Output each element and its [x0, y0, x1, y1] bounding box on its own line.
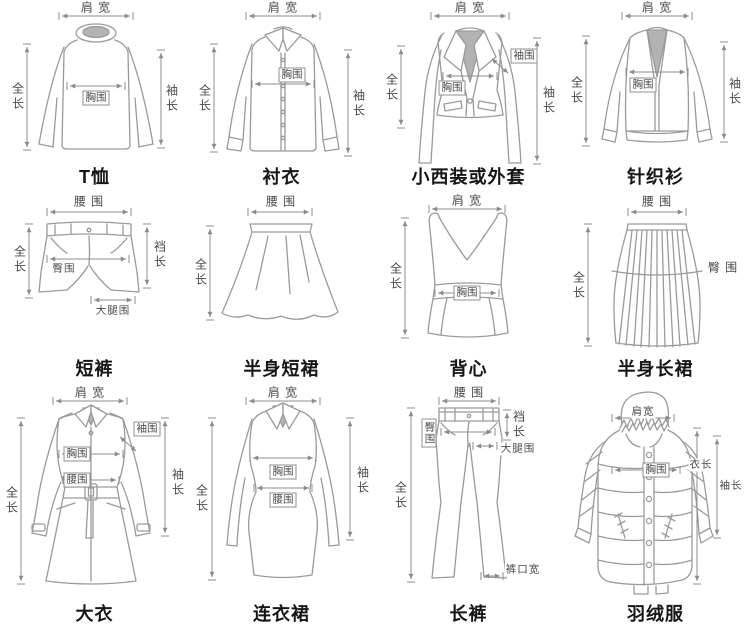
- garment-cell-short-skirt: 腰 围 全长 半身短裙: [188, 194, 375, 388]
- pants-rise-length-label: 裆长: [511, 410, 526, 440]
- garment-name-long-skirt: 半身长裙: [617, 359, 694, 379]
- shorts-full-length-label: 全长: [12, 245, 27, 275]
- vest-chest-girth-label: 胸围: [453, 285, 481, 301]
- shirt-shoulder-width-label: 肩 宽: [267, 0, 299, 15]
- down-jacket-sleeve-length-label: 袖长: [718, 479, 744, 493]
- shirt-drawing: [210, 12, 352, 157]
- tshirt-sleeve-length-label: 袖长: [164, 84, 179, 114]
- garment-name-down-jacket: 羽绒服: [627, 604, 684, 624]
- coat-sleeve-length-label: 袖长: [170, 468, 185, 498]
- cardigan-drawing: [582, 12, 728, 147]
- vest-shoulder-width-label: 肩 宽: [451, 193, 483, 208]
- tshirt-drawing: [23, 12, 165, 151]
- shirt-dimension-lines: [210, 12, 352, 157]
- shirt-full-length-label: 全长: [197, 84, 212, 114]
- garment-cell-down-jacket: 肩宽 胸围 衣长 袖长 羽绒服: [562, 388, 749, 633]
- shorts-dimension-lines: [25, 208, 151, 304]
- tshirt-dimension-lines: [23, 12, 165, 151]
- coat-shoulder-width-label: 肩 宽: [74, 385, 106, 400]
- pants-dimension-lines: [407, 397, 511, 583]
- garment-name-vest: 背心: [449, 359, 488, 379]
- long-skirt-drawing: [584, 208, 703, 348]
- blazer-drawing: [397, 12, 541, 165]
- cardigan-sleeve-length-label: 袖长: [727, 77, 742, 107]
- blazer-full-length-label: 全长: [384, 73, 399, 103]
- garment-name-tshirt: T恤: [79, 167, 110, 187]
- pants-full-length-label: 全长: [393, 481, 408, 511]
- dress-chest-girth-label: 胸围: [269, 464, 297, 480]
- garment-name-coat: 大衣: [75, 604, 114, 624]
- garment-cell-long-skirt: 腰 围 全长 臀 围 半身长裙: [562, 194, 749, 388]
- shirt-sleeve-length-label: 袖长: [351, 89, 366, 119]
- down-jacket-garment-length-label: 衣长: [688, 458, 714, 472]
- garment-cell-shirt: 肩 宽 全长 袖长 胸围 衬衣: [188, 0, 375, 196]
- coat-waist-girth-label: 腰围: [63, 472, 91, 488]
- pants-drawing: [407, 397, 511, 583]
- pants-waist-girth-label: 腰 围: [453, 385, 485, 400]
- garment-cell-tshirt: 肩 宽 全长 袖长 胸围 T恤: [1, 0, 188, 196]
- short-skirt-drawing: [206, 208, 339, 321]
- garment-cell-vest: 肩 宽 全长 胸围 背心: [375, 193, 562, 388]
- pants-thigh-girth-label: 大腿围: [499, 442, 537, 456]
- pants-hip-girth-label: 臀围: [421, 418, 437, 448]
- long-skirt-dimension-lines: [584, 208, 687, 347]
- short-skirt-dimension-lines: [206, 208, 313, 321]
- dress-shoulder-width-label: 肩 宽: [267, 385, 299, 400]
- garment-cell-coat: 肩 宽 胸围 腰围 袖围 全长 袖长 大衣: [1, 385, 188, 633]
- short-skirt-waist-girth-label: 腰 围: [265, 194, 297, 209]
- garment-cell-cardigan: 肩 宽 全长 胸围 袖长 针织衫: [562, 0, 749, 196]
- short-skirt-full-length-label: 全长: [193, 258, 208, 288]
- tshirt-shoulder-width-label: 肩 宽: [80, 0, 112, 15]
- garment-name-blazer: 小西装或外套: [411, 167, 526, 187]
- long-skirt-hip-girth-label: 臀 围: [707, 260, 739, 275]
- dress-full-length-label: 全长: [194, 484, 209, 514]
- long-skirt-waist-girth-label: 腰 围: [641, 194, 673, 209]
- garment-name-short-skirt: 半身短裙: [243, 359, 320, 379]
- tshirt-chest-girth-label: 胸围: [82, 90, 110, 106]
- shirt-chest-girth-label: 胸围: [278, 67, 306, 83]
- cardigan-chest-girth-label: 胸围: [629, 77, 657, 93]
- down-jacket-dimension-lines: [611, 414, 721, 585]
- shorts-rise-length-label: 裆长: [152, 240, 167, 270]
- down-jacket-shoulder-width-label: 肩宽: [630, 405, 656, 419]
- down-jacket-drawing: [574, 391, 721, 595]
- garment-name-pants: 长裤: [449, 604, 488, 624]
- garment-name-dress: 连衣裙: [253, 604, 310, 624]
- vest-drawing: [401, 205, 509, 339]
- long-skirt-full-length-label: 全长: [571, 271, 586, 301]
- garment-cell-pants: 腰 围 臀围 裆长 大腿围 全长 裤口宽 长裤: [375, 385, 562, 633]
- garment-name-cardigan: 针织衫: [627, 167, 684, 187]
- coat-arm-girth-label: 袖围: [133, 421, 161, 437]
- coat-full-length-label: 全长: [4, 486, 19, 516]
- vest-dimension-lines: [401, 205, 506, 339]
- coat-drawing: [17, 397, 169, 585]
- cardigan-dimension-lines: [582, 12, 728, 147]
- shorts-thigh-girth-label: 大腿围: [95, 304, 131, 317]
- down-jacket-chest-girth-label: 胸围: [642, 462, 670, 478]
- cardigan-full-length-label: 全长: [569, 76, 584, 106]
- garment-cell-shorts: 腰 围 全长 裆长 臀围 大腿围 短裤: [1, 194, 188, 388]
- blazer-chest-girth-label: 胸围: [438, 80, 466, 96]
- blazer-shoulder-width-label: 肩 宽: [454, 0, 486, 15]
- cardigan-shoulder-width-label: 肩 宽: [641, 0, 673, 15]
- coat-chest-girth-label: 胸围: [63, 446, 91, 462]
- blazer-arm-girth-label: 袖围: [510, 48, 538, 64]
- garment-name-shirt: 衬衣: [262, 167, 301, 187]
- dress-sleeve-length-label: 袖长: [355, 466, 370, 496]
- vest-full-length-label: 全长: [388, 262, 403, 292]
- garment-cell-dress: 肩 宽 全长 胸围 腰围 袖长 连衣裙: [188, 385, 375, 633]
- blazer-sleeve-length-label: 袖长: [541, 86, 556, 116]
- dress-drawing: [208, 397, 354, 581]
- shorts-hip-girth-label: 臀围: [51, 262, 77, 276]
- garment-cell-blazer: 肩 宽 全长 胸围 袖围 袖长 小西装或外套: [375, 0, 562, 196]
- tshirt-full-length-label: 全长: [10, 82, 25, 112]
- pants-leg-opening-label: 裤口宽: [504, 563, 542, 577]
- shorts-waist-girth-label: 腰 围: [73, 194, 105, 209]
- garment-name-shorts: 短裤: [75, 359, 114, 379]
- dress-waist-girth-label: 腰围: [269, 492, 297, 508]
- dress-dimension-lines: [208, 397, 354, 581]
- shorts-drawing: [25, 208, 151, 304]
